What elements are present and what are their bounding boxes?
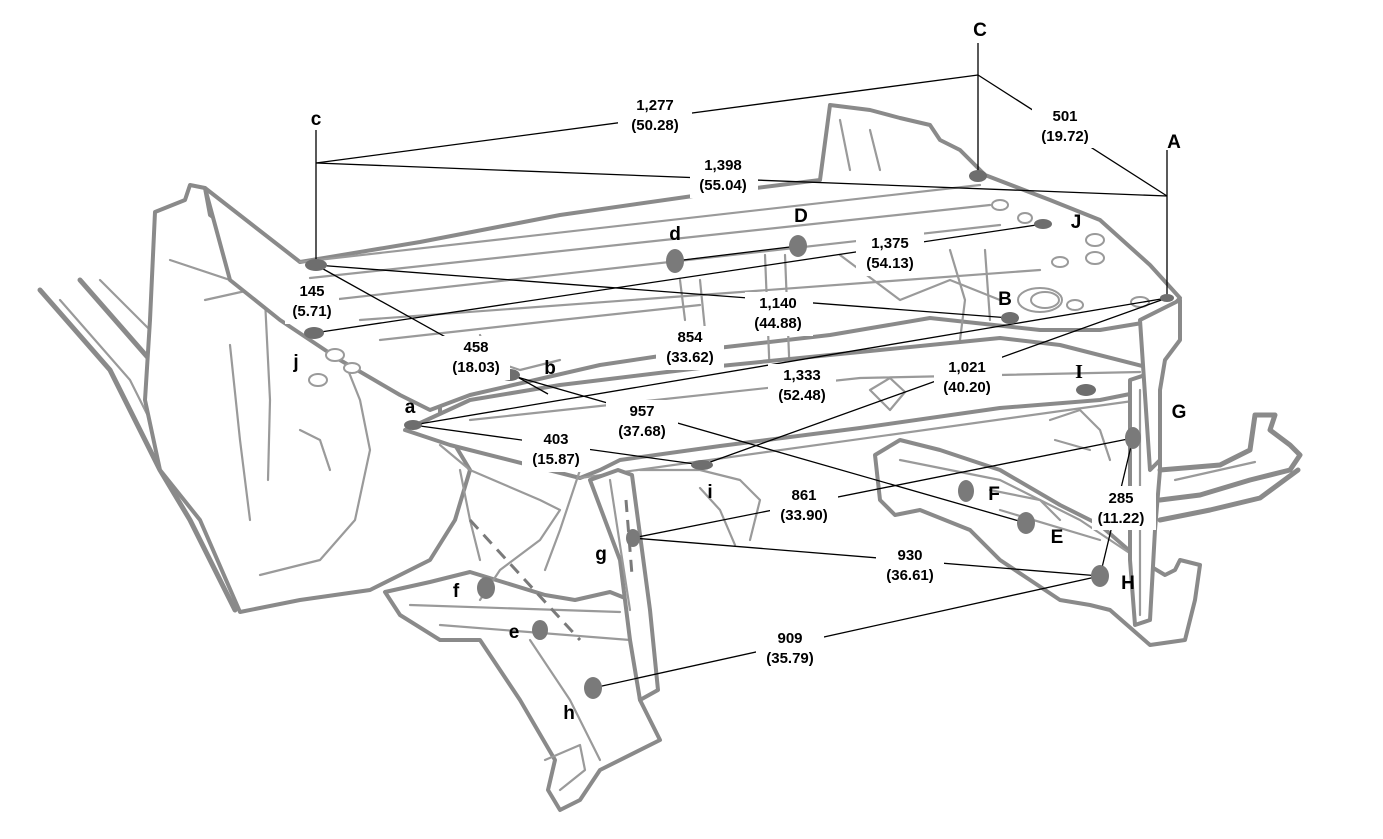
- dim-G-H-mm: 285: [1108, 490, 1133, 507]
- dim-c-A-mm: 1,398: [704, 157, 742, 174]
- dim-d-D-in: (33.62): [666, 349, 714, 366]
- dim-a-i-in: (15.87): [532, 451, 580, 468]
- dim-g-G-in: (33.90): [780, 507, 828, 524]
- dimension-labels: 1,277 (50.28) 501 (19.72) 1,398 (55.04) …: [285, 94, 1156, 671]
- dim-line-h-H: [592, 575, 1101, 689]
- label-F: F: [988, 484, 1000, 505]
- label-A: A: [1167, 132, 1181, 153]
- dim-c-A-in: (55.04): [699, 177, 747, 194]
- dim-c-B-in: (44.88): [754, 315, 802, 332]
- point-F-mark: [958, 480, 974, 502]
- label-H: H: [1121, 573, 1135, 594]
- dim-b-E-in: (37.68): [618, 423, 666, 440]
- point-H-mark: [1091, 565, 1109, 587]
- dim-h-H-mm: 909: [777, 630, 802, 647]
- dim-C-A-in: (19.72): [1041, 128, 1089, 145]
- point-D-mark: [789, 235, 807, 257]
- label-J: J: [1071, 212, 1082, 233]
- dim-A-i-in: (40.20): [943, 379, 991, 396]
- dim-c-j-in: (5.71): [292, 303, 331, 320]
- point-I-mark: [1076, 384, 1096, 396]
- dim-b-E-mm: 957: [629, 403, 654, 420]
- dim-line-g-H: [632, 537, 1101, 577]
- dim-line-b-E: [509, 374, 1027, 524]
- point-c-mark: [305, 259, 327, 271]
- dim-c-C-in: (50.28): [631, 117, 679, 134]
- dim-a-i-mm: 403: [543, 431, 568, 448]
- dim-A-i-mm: 1,021: [948, 359, 986, 376]
- dim-d-D-mm: 854: [677, 329, 703, 346]
- point-C-mark: [969, 170, 987, 182]
- point-f-mark: [477, 577, 495, 599]
- label-c: c: [311, 109, 322, 130]
- dim-h-H-in: (35.79): [766, 650, 814, 667]
- point-A-mark: [1160, 294, 1174, 302]
- label-j: j: [292, 352, 298, 373]
- dim-C-A-mm: 501: [1052, 108, 1077, 125]
- point-letter-labels: C c A D d J B j b I a G i F E g H f e h: [292, 20, 1186, 724]
- label-B: B: [998, 289, 1012, 310]
- point-h-mark: [584, 677, 602, 699]
- dim-a-A-mm: 1,333: [783, 367, 821, 384]
- dim-c-B-mm: 1,140: [759, 295, 797, 312]
- point-B-mark: [1001, 312, 1019, 324]
- point-i-mark: [691, 460, 713, 470]
- dim-line-d-D: [674, 245, 799, 262]
- point-g-mark: [626, 529, 640, 547]
- dim-j-J-in: (54.13): [866, 255, 914, 272]
- label-a: a: [405, 397, 416, 418]
- label-i: i: [707, 482, 712, 503]
- label-e: e: [509, 622, 520, 643]
- label-E: E: [1051, 527, 1064, 548]
- label-g: g: [595, 544, 607, 565]
- label-f: f: [453, 581, 460, 602]
- label-b: b: [544, 358, 556, 379]
- dim-G-H-in: (11.22): [1098, 510, 1145, 527]
- point-d-mark: [666, 249, 684, 273]
- point-J-mark: [1034, 219, 1052, 229]
- dim-c-b-mm: 458: [463, 339, 488, 356]
- point-a-mark: [404, 420, 422, 430]
- dim-c-C-mm: 1,277: [636, 97, 674, 114]
- point-j-mark: [304, 327, 324, 339]
- point-G-mark: [1125, 427, 1141, 449]
- label-G: G: [1172, 402, 1187, 423]
- dim-line-g-G: [632, 437, 1134, 539]
- label-D: D: [794, 206, 808, 227]
- label-I: I: [1075, 361, 1083, 383]
- dim-g-H-mm: 930: [897, 547, 922, 564]
- dim-a-A-in: (52.48): [778, 387, 826, 404]
- dim-c-j-mm: 145: [299, 283, 324, 300]
- point-e-mark: [532, 620, 548, 640]
- dim-line-a-A: [412, 297, 1168, 426]
- dim-g-G-mm: 861: [791, 487, 816, 504]
- dim-j-J-mm: 1,375: [871, 235, 909, 252]
- label-h: h: [563, 703, 575, 724]
- label-C: C: [973, 20, 987, 41]
- measurement-points: [304, 170, 1174, 699]
- dim-g-H-in: (36.61): [886, 567, 934, 584]
- label-d: d: [669, 224, 681, 245]
- point-E-mark: [1017, 512, 1035, 534]
- dim-c-b-in: (18.03): [452, 359, 500, 376]
- vehicle-body-illustration: [37, 103, 1303, 812]
- dim-line-c-B: [315, 264, 1011, 319]
